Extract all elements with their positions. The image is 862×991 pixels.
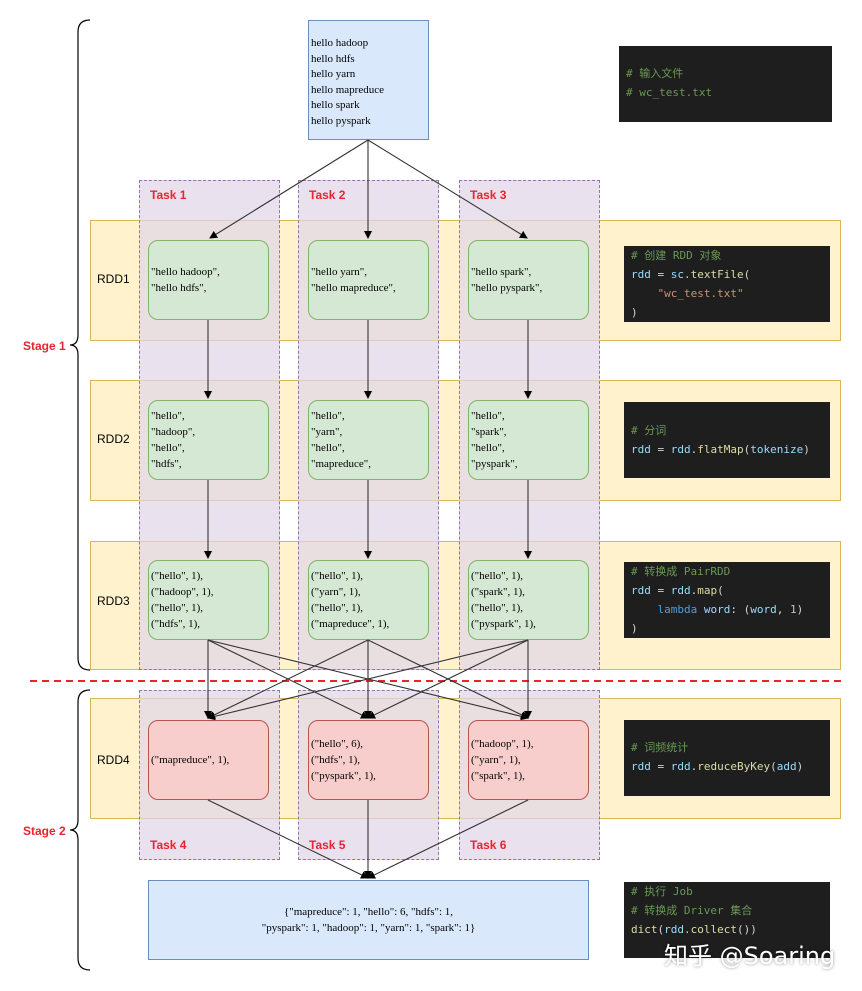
task-6-label: Task 6	[470, 838, 507, 852]
input-line: hello pyspark	[311, 114, 371, 127]
input-line: hello hdfs	[311, 52, 355, 65]
input-file-box: hello hadoop hello hdfs hello yarn hello…	[308, 20, 429, 140]
rdd2-partition-2: "hello", "yarn", "hello", "mapreduce",	[308, 400, 429, 480]
result-line: "pyspark": 1, "hadoop": 1, "yarn": 1, "s…	[261, 922, 476, 934]
arrow-input-rdd1-1	[209, 139, 369, 239]
rdd4-partition-1: ("mapreduce", 1),	[148, 720, 269, 800]
stage-1-brace	[69, 19, 91, 671]
rdd1-partition-3: "hello spark", "hello pyspark",	[468, 240, 589, 320]
rdd4-partition-2: ("hello", 6), ("hdfs", 1), ("pyspark", 1…	[308, 720, 429, 800]
task-4-label: Task 4	[150, 838, 187, 852]
task-1-label: Task 1	[150, 188, 187, 202]
arrow-rdd4-result-3	[367, 799, 529, 879]
rdd3-partition-2: ("hello", 1), ("yarn", 1), ("hello", 1),…	[308, 560, 429, 640]
arrow-input-rdd1-3	[367, 139, 528, 239]
result-box: {"mapreduce": 1, "hello": 6, "hdfs": 1, …	[148, 880, 589, 960]
shuffle-3-4	[207, 639, 529, 721]
rdd2-partition-1: "hello", "hadoop", "hello", "hdfs",	[148, 400, 269, 480]
input-line: hello spark	[311, 99, 360, 111]
arrow-rdd4-result-1	[207, 799, 369, 879]
rdd2-partition-3: "hello", "spark", "hello", "pyspark",	[468, 400, 589, 480]
code-input-file: # 输入文件# wc_test.txt	[619, 46, 832, 122]
stage-2-label: Stage 2	[23, 824, 66, 838]
input-line: hello hadoop	[311, 37, 369, 49]
input-line: hello yarn	[311, 68, 356, 80]
stage-1-label: Stage 1	[23, 339, 66, 353]
rdd4-partition-3: ("hadoop", 1), ("yarn", 1), ("spark", 1)…	[468, 720, 589, 800]
rdd3-label: RDD3	[97, 594, 130, 608]
stage-2-brace	[69, 689, 91, 971]
rdd3-partition-3: ("hello", 1), ("spark", 1), ("hello", 1)…	[468, 560, 589, 640]
watermark: 知乎 @Soaring	[664, 942, 836, 970]
rdd1-partition-1: "hello hadoop", "hello hdfs",	[148, 240, 269, 320]
shuffle-3-5	[367, 639, 529, 719]
task-2-label: Task 2	[309, 188, 346, 202]
rdd1-partition-2: "hello yarn", "hello mapreduce",	[308, 240, 429, 320]
task-3-label: Task 3	[470, 188, 507, 202]
rdd2-label: RDD2	[97, 432, 130, 446]
task-5-label: Task 5	[309, 838, 346, 852]
input-line: hello mapreduce	[311, 83, 384, 96]
rdd3-partition-1: ("hello", 1), ("hadoop", 1), ("hello", 1…	[148, 560, 269, 640]
shuffle-2-4	[207, 639, 369, 719]
rdd1-label: RDD1	[97, 272, 130, 286]
rdd4-label: RDD4	[97, 753, 130, 767]
result-line: {"mapreduce": 1, "hello": 6, "hdfs": 1,	[283, 906, 454, 918]
